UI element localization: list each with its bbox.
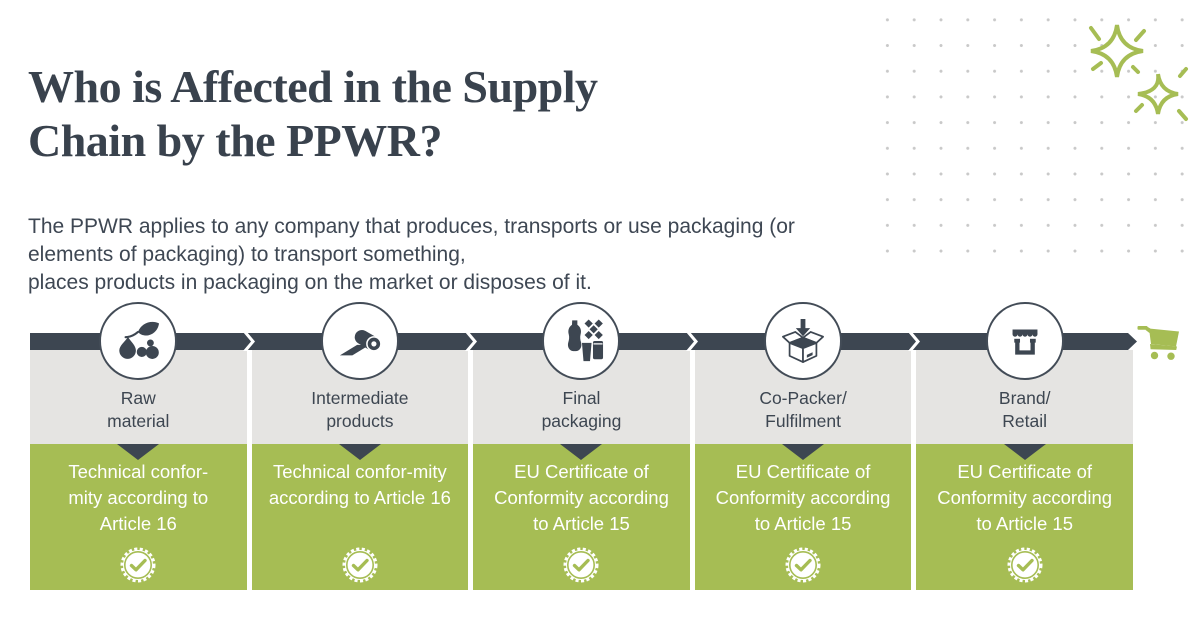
co-packer-fulfilment-icon <box>782 318 825 363</box>
chain-stage-intermediate-products: Intermediate products Technical confor-m… <box>251 302 469 590</box>
stage-label: Co-Packer/ Fulfilment <box>759 388 847 432</box>
stage-label: Brand/ Retail <box>998 388 1051 432</box>
stage-requirement-box: EU Certificate of Conformity according t… <box>473 444 690 590</box>
requirement-text: Technical confor-mity according to Artic… <box>268 461 451 508</box>
stage-label: Raw material <box>107 388 170 432</box>
stage-icon-circle <box>985 302 1064 380</box>
page-title: Who is Affected in the Supply Chain by t… <box>28 61 598 166</box>
stage-requirement-box: EU Certificate of Conformity according t… <box>916 444 1133 590</box>
supply-chain-diagram: Raw material Technical confor- mity acco… <box>30 302 1133 590</box>
chain-stage-co-packer-fulfilment: Co-Packer/ Fulfilment EU Certificate of … <box>694 302 912 590</box>
intermediate-products-icon <box>339 329 382 356</box>
check-seal-icon <box>785 547 821 583</box>
down-arrow <box>560 444 603 460</box>
stage-icon-circle <box>542 302 621 380</box>
stage-label: Intermediate products <box>311 388 409 432</box>
chain-stage-brand-retail: Brand/ Retail EU Certificate of Conformi… <box>916 302 1133 590</box>
requirement-text: EU Certificate of Conformity according t… <box>494 461 669 534</box>
chain-columns: Raw material Technical confor- mity acco… <box>30 302 1133 590</box>
stage-requirement-box: Technical confor-mity according to Artic… <box>251 444 469 590</box>
stage-icon-circle <box>320 302 399 380</box>
check-seal-icon <box>342 547 378 583</box>
down-arrow <box>782 444 825 460</box>
final-packaging-icon <box>568 319 604 362</box>
stage-label: Final packaging <box>541 388 622 432</box>
requirement-text: EU Certificate of Conformity according t… <box>937 461 1113 534</box>
check-seal-icon <box>1007 547 1043 583</box>
stage-requirement-box: EU Certificate of Conformity according t… <box>694 444 912 590</box>
requirement-text: EU Certificate of Conformity according t… <box>715 461 891 534</box>
check-seal-icon <box>563 547 599 583</box>
chain-stage-raw-material: Raw material Technical confor- mity acco… <box>30 302 247 590</box>
stage-icon-circle <box>764 302 843 380</box>
check-seal-icon <box>120 547 156 583</box>
shopping-cart-icon <box>1137 326 1179 360</box>
chain-stage-final-packaging: Final packaging EU Certificate of Confor… <box>473 302 690 590</box>
requirement-text: Technical confor- mity according to Arti… <box>68 461 209 534</box>
raw-material-icon <box>119 321 160 359</box>
down-arrow <box>117 444 160 460</box>
stage-requirement-box: Technical confor- mity according to Arti… <box>30 444 247 590</box>
stage-icon-circle <box>99 302 178 380</box>
down-arrow <box>338 444 381 460</box>
down-arrow <box>1003 444 1046 460</box>
brand-retail-icon <box>1012 329 1038 355</box>
page-subtitle: The PPWR applies to any company that pro… <box>28 215 795 294</box>
sparkles-icon <box>1089 24 1188 121</box>
